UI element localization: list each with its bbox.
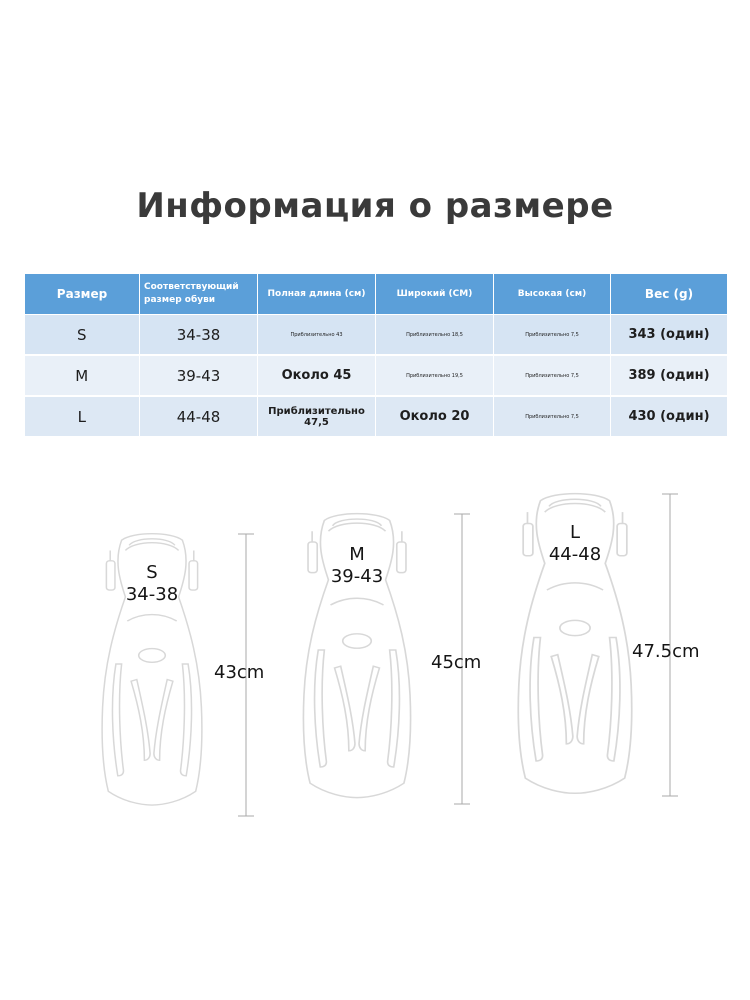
fin-l-length: 47.5cm [632, 641, 700, 662]
cell-full-length: Около 45 [257, 355, 376, 397]
header-width: Широкий (СМ) [375, 273, 494, 315]
fin-m-length: 45cm [431, 652, 481, 673]
table-header-row: Размер Соответствующий размер обуви Полн… [24, 273, 728, 315]
cell-size: M [24, 355, 140, 397]
table-row: L 44-48 Приблизительно 47,5 Около 20 При… [24, 396, 728, 438]
header-full-length: Полная длина (см) [257, 273, 376, 315]
fin-s: S 34-38 43cm [101, 532, 264, 817]
cell-shoe-size: 44-48 [139, 396, 258, 438]
cell-weight: 389 (один) [610, 355, 728, 397]
cell-size: S [24, 314, 140, 356]
cell-height: Приблизительно 7,5 [493, 314, 611, 356]
fin-s-shoe: 34-38 [126, 584, 178, 605]
fin-l-size: L [570, 522, 580, 543]
cell-shoe-size: 39-43 [139, 355, 258, 397]
cell-full-length: Приблизительно 43 [257, 314, 376, 356]
table-row: M 39-43 Около 45 Приблизительно 19,5 При… [24, 355, 728, 397]
cell-shoe-size: 34-38 [139, 314, 258, 356]
fin-m: M 39-43 45cm [302, 512, 481, 805]
header-size: Размер [24, 273, 140, 315]
fin-s-size: S [146, 562, 157, 583]
fin-l: L 44-48 47.5cm [517, 492, 700, 797]
page-title: Информация о размере [136, 186, 614, 226]
cell-width: Около 20 [375, 396, 494, 438]
fin-m-shoe: 39-43 [331, 566, 383, 587]
fin-l-shoe: 44-48 [549, 544, 601, 565]
cell-height: Приблизительно 7,5 [493, 396, 611, 438]
header-weight: Вес (g) [610, 273, 728, 315]
cell-weight: 343 (один) [610, 314, 728, 356]
cell-size: L [24, 396, 140, 438]
fin-s-length: 43cm [214, 662, 264, 683]
fin-m-size: M [349, 544, 365, 565]
fins-illustration: S 34-38 43cm M 39-43 45cm L 44-48 47.5cm [101, 492, 700, 817]
cell-width: Приблизительно 18,5 [375, 314, 494, 356]
cell-height: Приблизительно 7,5 [493, 355, 611, 397]
header-shoe-size: Соответствующий размер обуви [139, 273, 258, 315]
header-height: Высокая (см) [493, 273, 611, 315]
size-table: Размер Соответствующий размер обуви Полн… [24, 273, 728, 438]
cell-weight: 430 (один) [610, 396, 728, 438]
cell-width: Приблизительно 19,5 [375, 355, 494, 397]
cell-full-length: Приблизительно 47,5 [257, 396, 376, 438]
table-row: S 34-38 Приблизительно 43 Приблизительно… [24, 314, 728, 356]
